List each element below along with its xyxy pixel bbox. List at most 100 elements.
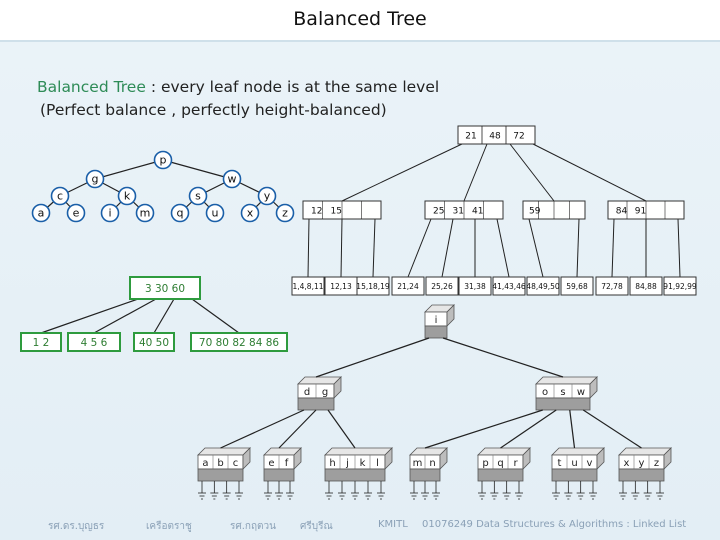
tree3-leaf-key: m	[413, 458, 423, 469]
definition-text: : every leaf node is at the same level	[145, 78, 440, 96]
tree3-leaf-side	[384, 447, 393, 470]
tree3-edge	[582, 409, 642, 449]
tree3-root-key: i	[435, 315, 438, 326]
tree2-child-keys: 4 5 6	[81, 337, 108, 349]
btree-leaf-keys: 12,13	[330, 282, 352, 291]
tree3-leaf-pointer-plate	[263, 468, 295, 482]
tree3-leaf-side	[242, 447, 251, 470]
footer-author-surname: เครือตราชู	[146, 521, 192, 532]
tree3-edge	[569, 409, 576, 449]
tree3-leaf-top	[551, 447, 605, 456]
tree1-leaf-circle	[240, 203, 260, 223]
tree3-leaf-pointer-plate	[197, 468, 244, 482]
btree-leaf-box	[458, 276, 492, 296]
tree2-root-keys: 3 30 60	[145, 283, 185, 295]
tree1-leaf: u	[212, 207, 219, 220]
btree-internal-key: 91	[635, 207, 646, 217]
tree2-child-keys: 1 2	[33, 337, 50, 349]
tree3-internal-key: w	[577, 387, 585, 398]
definition-subtext: (Perfect balance , perfectly height-bala…	[40, 101, 387, 119]
tree3-leaf-pointer-plate	[618, 468, 665, 482]
tree1-leaf-circle	[66, 203, 86, 223]
btree-edge	[372, 218, 376, 278]
btree-internal-key: 12	[311, 207, 322, 217]
tree1-edge	[94, 159, 164, 180]
btree-internal-key: 84	[616, 207, 628, 217]
btree-edge	[496, 218, 510, 278]
tree1-leaf-circle	[275, 203, 295, 223]
btree-edge	[532, 143, 647, 202]
tree3-internal-key: s	[560, 387, 565, 398]
tree3-leaf-key: b	[217, 458, 223, 469]
definition-heading: Balanced Tree : every leaf node is at th…	[37, 78, 439, 96]
tree2-edge	[40, 298, 139, 334]
btree-leaf-keys: 15,18,19	[356, 282, 390, 291]
tree3-leaf-key: t	[558, 458, 562, 469]
btree-edge	[463, 143, 488, 202]
btree-root-key: 72	[513, 132, 524, 142]
tree3-leaf-pointer-plate	[551, 468, 598, 482]
tree1-node: k	[124, 190, 131, 203]
tree3-leaf-key: p	[482, 458, 488, 469]
btree-leaf-box	[560, 276, 594, 296]
tree3-leaf-key: x	[624, 458, 630, 469]
tree1-edge	[162, 159, 233, 180]
tree3-leaf-side	[522, 447, 531, 470]
tree3-internal-side	[589, 376, 598, 399]
footer-course: 01076249 Data Structures & Algorithms : …	[422, 519, 687, 530]
footer-coauthor-surname: ศรีบุรีณ	[300, 521, 333, 532]
tree3-edge	[278, 409, 317, 449]
tree1-node-circle	[117, 186, 137, 206]
tree3-leaf-side	[596, 447, 605, 470]
btree-leaf-box	[492, 276, 526, 296]
tree2-edge	[191, 298, 240, 334]
btree-edge	[340, 218, 343, 278]
tree3-root-side	[446, 304, 455, 327]
btree-leaf-keys: 84,88	[635, 282, 657, 291]
definition-term: Balanced Tree	[37, 78, 146, 96]
tree2-child-box	[67, 332, 121, 352]
tree1-leaf: e	[73, 207, 80, 220]
tree2-root-box	[129, 276, 201, 300]
tree1-leaf-circle	[205, 203, 225, 223]
btree-leaf-keys: 31,38	[464, 282, 486, 291]
btree-edge	[441, 218, 454, 278]
btree-leaf-box	[425, 276, 459, 296]
btree-edge	[407, 218, 432, 278]
btree-leaf-box	[595, 276, 629, 296]
tree3-root-pointer-plate	[424, 325, 448, 339]
btree-edge	[509, 143, 555, 202]
btree-leaf-box	[629, 276, 663, 296]
btree-leaf-box	[356, 276, 390, 296]
btree-leaf-box	[391, 276, 425, 296]
tree3-leaf-pointer-plate	[477, 468, 524, 482]
tree1-node-circle	[85, 169, 105, 189]
tree3-leaf-top	[197, 447, 251, 456]
btree-edge	[677, 218, 681, 278]
tree3-edge	[315, 337, 430, 378]
tree1-node: s	[195, 190, 201, 203]
tree3-internal-pointer-plate	[297, 397, 335, 411]
slide-title: Balanced Tree	[293, 8, 427, 30]
tree3-leaf-key: r	[513, 458, 518, 469]
tree1-leaf: x	[247, 207, 254, 220]
tree3-leaf-key: f	[285, 458, 289, 469]
tree2-edge	[153, 298, 175, 334]
btree-root-box	[457, 125, 536, 145]
btree-root-key: 48	[489, 132, 501, 142]
title-bar: Balanced Tree	[0, 0, 720, 42]
btree-leaf-keys: 25,26	[431, 282, 453, 291]
tree3-internal-key: d	[304, 387, 310, 398]
btree-edge	[528, 218, 544, 278]
btree-leaf-box	[663, 276, 697, 296]
tree3-internal-key: o	[542, 387, 548, 398]
btree-edge	[576, 218, 580, 278]
btree-leaf-box	[526, 276, 560, 296]
tree3-edge	[424, 409, 543, 449]
btree-edge	[341, 143, 463, 202]
tree1-leaf: z	[282, 207, 288, 220]
tree3-edge	[442, 337, 564, 378]
btree-internal-key: 25	[433, 207, 444, 217]
tree1-leaf-circle	[170, 203, 190, 223]
